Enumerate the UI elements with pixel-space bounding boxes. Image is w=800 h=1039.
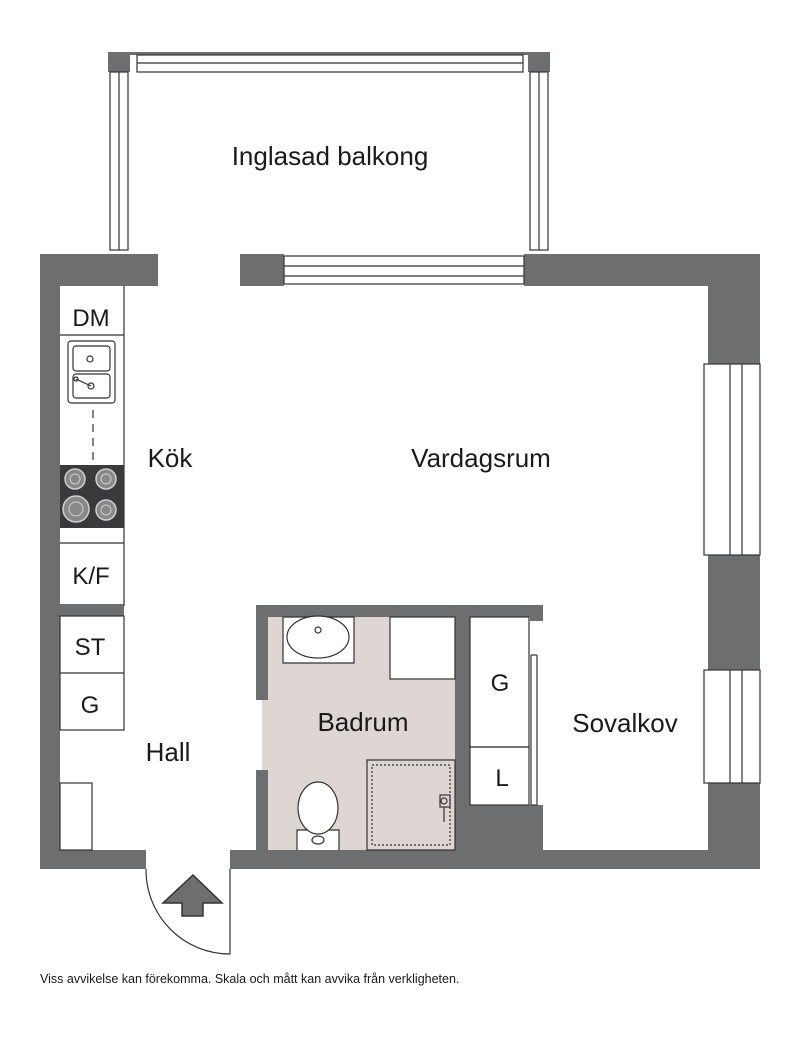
stove-icon bbox=[60, 465, 124, 528]
room-label-hall: Hall bbox=[146, 737, 191, 767]
entrance-arrow-icon bbox=[161, 873, 224, 917]
kitchen-sink-icon bbox=[67, 340, 116, 404]
shower-icon bbox=[366, 759, 456, 851]
hall-wardrobe-label: G bbox=[81, 692, 100, 719]
dishwasher-label: DM bbox=[72, 305, 109, 332]
linen-closet-label: L bbox=[495, 765, 508, 792]
living-window-top bbox=[283, 255, 525, 285]
room-label-living: Vardagsrum bbox=[411, 443, 551, 473]
hall-closets bbox=[59, 615, 125, 851]
kitchen-counter bbox=[60, 286, 125, 606]
alcove-wardrobe-label: G bbox=[491, 670, 510, 697]
outer-walls bbox=[40, 254, 760, 869]
room-label-bathroom: Badrum bbox=[317, 707, 408, 737]
bathroom-fixtures bbox=[282, 615, 456, 850]
closet-st-label: ST bbox=[75, 634, 106, 661]
balcony-frame bbox=[108, 52, 550, 72]
room-label-balcony: Inglasad balkong bbox=[232, 141, 429, 171]
disclaimer-text: Viss avvikelse kan förekomma. Skala och … bbox=[40, 972, 460, 986]
balcony-glazing bbox=[109, 54, 549, 251]
fridge-freezer-label: K/F bbox=[72, 563, 109, 590]
entrance-door bbox=[145, 868, 231, 955]
right-windows bbox=[703, 363, 761, 784]
room-label-kitchen: Kök bbox=[148, 443, 194, 473]
room-label-alcove: Sovalkov bbox=[572, 708, 678, 738]
interior-walls bbox=[60, 604, 543, 850]
alcove-wardrobes bbox=[469, 616, 538, 806]
